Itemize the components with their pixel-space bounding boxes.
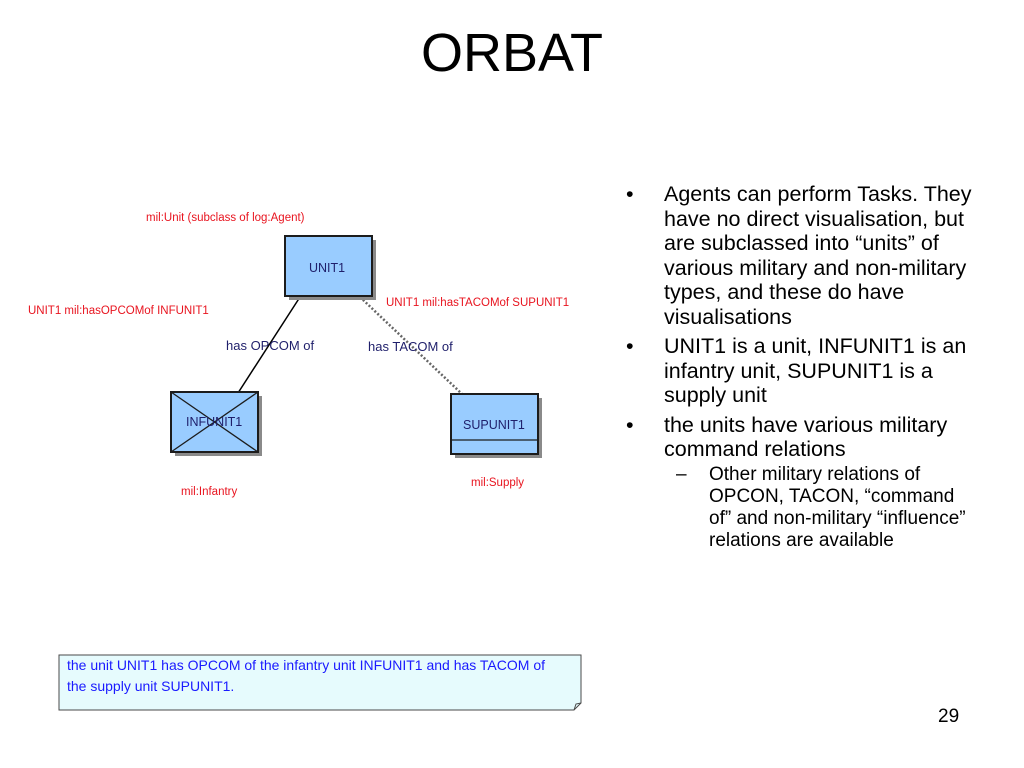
tacom-edge [359, 296, 463, 395]
bullet-list: • Agents can perform Tasks. They have no… [614, 182, 974, 557]
opcom-triple-annotation: UNIT1 mil:hasOPCOMof INFUNIT1 [28, 305, 209, 317]
opcom-edge [237, 296, 301, 394]
opcom-edge-label: has OPCOM of [226, 338, 315, 353]
supply-class-annotation: mil:Supply [471, 477, 525, 489]
page-number: 29 [938, 706, 960, 727]
unit1-class-annotation: mil:Unit (subclass of log:Agent) [146, 212, 305, 224]
infantry-class-annotation: mil:Infantry [181, 486, 238, 498]
bullet-item: • Agents can perform Tasks. They have no… [614, 182, 974, 329]
tacom-triple-annotation: UNIT1 mil:hasTACOMof SUPUNIT1 [386, 297, 570, 309]
bullet-item: • UNIT1 is a unit, INFUNIT1 is an infant… [614, 334, 974, 408]
bullet-text: UNIT1 is a unit, INFUNIT1 is an infantry… [664, 334, 967, 407]
supunit1-label: SUPUNIT1 [463, 418, 525, 432]
infantry-cross-line [170, 391, 259, 453]
unit1-label: UNIT1 [309, 261, 346, 275]
bullet-item: • the units have various military comman… [614, 413, 974, 552]
bullet-text: Agents can perform Tasks. They have no d… [664, 182, 972, 329]
sub-bullet-item: – Other military relations of OPCON, TAC… [664, 464, 974, 552]
supunit1-node[interactable] [450, 393, 539, 455]
caption-note-text: the unit UNIT1 has OPCOM of the infantry… [67, 657, 545, 694]
caption-note-fold [573, 702, 582, 711]
bullet-mark: • [626, 334, 634, 358]
dash-mark: – [676, 463, 687, 485]
slide-title: ORBAT [420, 23, 603, 83]
caption-note-box [58, 654, 582, 711]
bullet-text: the units have various military command … [664, 412, 948, 462]
sub-bullet-text: Other military relations of OPCON, TACON… [709, 463, 966, 551]
bullet-mark: • [626, 412, 634, 437]
sub-bullet-list: – Other military relations of OPCON, TAC… [664, 464, 974, 552]
bullet-mark: • [626, 182, 634, 206]
unit1-node[interactable] [284, 235, 373, 297]
tacom-edge-label: has TACOM of [368, 339, 453, 354]
infunit1-label: INFUNIT1 [186, 415, 243, 429]
